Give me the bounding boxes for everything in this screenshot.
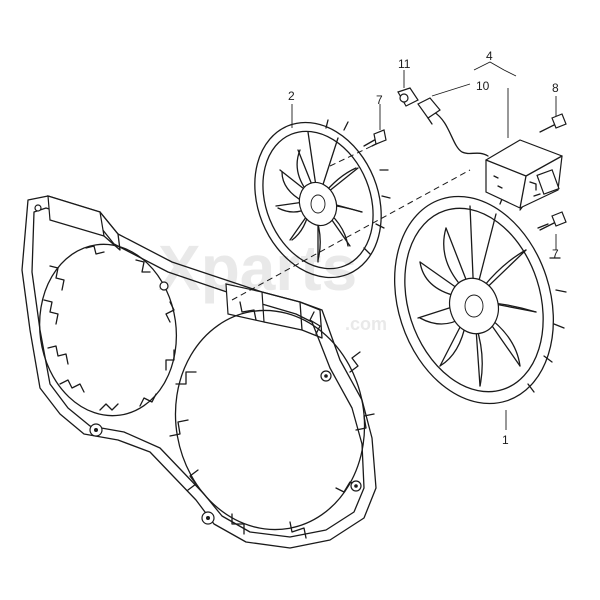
bolt-7-upper	[363, 129, 387, 147]
fan-small	[254, 119, 391, 279]
fan-control-unit	[485, 139, 563, 209]
callout-8: 8	[552, 81, 559, 95]
watermark-suffix: .com	[345, 314, 387, 334]
callouts: 1 2 4 7 7 8 10 11	[288, 49, 559, 447]
bolt-7-lower	[539, 211, 567, 231]
connector-plug	[397, 87, 419, 107]
wiring-harness	[417, 97, 489, 157]
leader-lines	[291, 61, 557, 430]
callout-2: 2	[288, 89, 295, 103]
callout-10: 10	[476, 79, 490, 93]
callout-1: 1	[502, 433, 509, 447]
bolt-8	[539, 113, 567, 133]
callout-4: 4	[486, 49, 493, 63]
alignment-lines	[231, 145, 471, 301]
watermark: Xparts .com	[158, 232, 387, 334]
fan-shroud	[21, 195, 377, 549]
fan-large	[393, 193, 567, 405]
callout-7-upper: 7	[376, 93, 383, 107]
callout-7-lower: 7	[552, 247, 559, 261]
callout-11: 11	[398, 57, 411, 71]
